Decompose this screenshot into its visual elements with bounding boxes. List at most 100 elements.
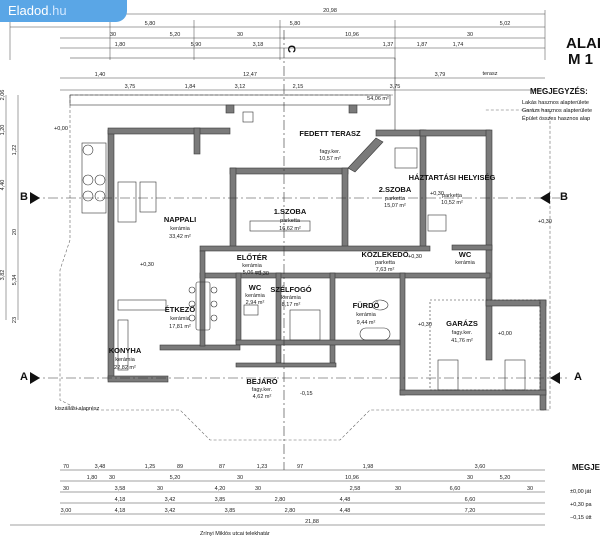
level-mark-6: +0,30 (538, 219, 552, 225)
dim-top-q: 3,79 (435, 72, 446, 78)
watermark-tld: .hu (48, 3, 67, 18)
room-haztartasi-name: HÁZTARTÁSI HELYISÉG (409, 173, 496, 182)
stair-label: kiszállási alaprész (55, 406, 100, 412)
dim-top-f: 30 (237, 32, 243, 38)
section-a-left: A (20, 371, 28, 383)
dim-top-p: 12,47 (243, 72, 257, 78)
top-dimension-lines (9, 10, 546, 91)
dim-bot-4d: 2,80 (275, 497, 286, 503)
room-fedett-terasz-name: FEDETT TERASZ (299, 129, 361, 138)
dim-left-c: 1,22 (12, 145, 18, 156)
room-etkezo-floor: kerámia (170, 316, 191, 322)
terrace-label: terasz (483, 71, 498, 77)
dim-bot-2b: 30 (109, 475, 115, 481)
room-wc-name: WC (249, 283, 262, 292)
notes-heading: MEGJEGYZÉS: (530, 87, 588, 96)
room-eloter-name: ELŐTÉR (237, 253, 268, 262)
dim-left-h: 23 (12, 317, 18, 323)
dim-bot-3b: 3,58 (115, 486, 126, 492)
level-mark-9: -0,15 (300, 391, 313, 397)
roof-outline (59, 57, 551, 441)
room-nappali-floor: kerámia (170, 226, 191, 232)
dim-bot-1e: 87 (219, 464, 225, 470)
level-mark-7: +0,30 (418, 322, 432, 328)
dim-bot-5d: 3,85 (225, 508, 236, 514)
dim-bot-2f: 30 (467, 475, 473, 481)
dim-bot-4f: 6,60 (465, 497, 476, 503)
room-etkezo-area: 17,81 m² (169, 324, 191, 330)
room-wc2-floor: kerámia (455, 260, 476, 266)
dim-bot-5e: 2,80 (285, 508, 296, 514)
level-mark-1: +0,00 (54, 126, 68, 132)
dim-bot-4a: 4,18 (115, 497, 126, 503)
room-konyha-name: KONYHA (109, 346, 142, 355)
level-mark-5: +0,30 (430, 191, 444, 197)
room-garazs-floor: fagy.ker. (452, 330, 473, 336)
dim-bot-1c: 1,25 (145, 464, 156, 470)
room-nappali-area: 33,42 m² (169, 234, 191, 240)
title-line2: M 1 (568, 51, 593, 68)
legend-line-2: +0,30 pa (570, 502, 593, 508)
dim-bot-2d: 30 (237, 475, 243, 481)
dim-left-d: 4,40 (0, 180, 6, 191)
room-haztartasi-area: 10,52 m² (441, 200, 463, 206)
dim-top-n: 1,74 (453, 42, 464, 48)
dim-bot-5g: 7,20 (465, 508, 476, 514)
room-eloter-area: 5,06 m² (243, 270, 262, 276)
dim-bot-4b: 3,42 (165, 497, 176, 503)
section-b-right: B (560, 191, 568, 203)
room-nappali-name: NAPPALI (164, 215, 196, 224)
room-bejaro-floor: fagy.ker. (252, 387, 273, 393)
room-wc2-name: WC (459, 250, 472, 259)
dim-bot-3a: 30 (63, 486, 69, 492)
dim-left-a: 1,20 (0, 125, 6, 136)
room-konyha-floor: kerámia (115, 357, 136, 363)
dim-top-r: 3,75 (125, 84, 136, 90)
section-markers (30, 30, 570, 470)
room-fedett-terasz-floor: fagy.ker. (320, 149, 341, 155)
room-szelfogo-floor: kerámia (281, 295, 302, 301)
notes-line-1: Lakás hasznos alapterülete (522, 100, 589, 106)
room-2-szoba-name: 2.SZOBA (379, 185, 412, 194)
dim-bot-2a: 1,80 (87, 475, 98, 481)
dim-total-top: 20,98 (323, 8, 337, 14)
dim-bot-1b: 3,48 (95, 464, 106, 470)
room-2-szoba-floor: parketta (385, 196, 406, 202)
legend-line-1: ±0,00 ját (570, 489, 592, 495)
dim-top-e: 5,20 (170, 32, 181, 38)
dim-bot-5f: 4,48 (340, 508, 351, 514)
dim-bot-3g: 30 (395, 486, 401, 492)
dim-bot-3d: 4,20 (215, 486, 226, 492)
dim-bot-5b: 4,18 (115, 508, 126, 514)
room-wc-floor: kerámia (245, 293, 266, 299)
room-szelfogo-name: SZÉLFOGÓ (270, 285, 311, 294)
dim-bot-2e: 10,96 (345, 475, 359, 481)
room-kozlekedo-area: 7,63 m² (376, 267, 395, 273)
dim-top-j: 5,90 (191, 42, 202, 48)
section-b-left: B (20, 191, 28, 203)
room-kozlekedo-name: KÖZLEKEDŐ (361, 250, 408, 259)
level-mark-4: +0,30 (408, 254, 422, 260)
section-a-right: A (574, 371, 582, 383)
dim-top-g: 10,96 (345, 32, 359, 38)
bottom-dimension-lines (10, 469, 545, 526)
room-haztartasi-floor: parketta (442, 193, 463, 199)
dim-bot-5a: 3,00 (61, 508, 72, 514)
eladod-watermark-badge[interactable]: Eladod.hu (0, 0, 127, 22)
dim-left-f: 20 (12, 229, 18, 235)
dim-bot-3h: 6,60 (450, 486, 461, 492)
dim-top-h: 30 (467, 32, 473, 38)
watermark-name: Eladod (8, 3, 49, 18)
street-label: Zrínyi Miklós utcai telekhatár (200, 531, 270, 537)
dim-bot-3e: 30 (255, 486, 261, 492)
dim-bot-3f: 2,58 (350, 486, 361, 492)
dim-bot-1a: 70 (63, 464, 69, 470)
dim-top-o: 1,40 (95, 72, 106, 78)
level-mark-2: +0,30 (140, 262, 154, 268)
level-mark-8: +0,00 (498, 331, 512, 337)
room-garazs-area: 41,76 m² (451, 338, 473, 344)
dim-bot-1i: 3,60 (475, 464, 486, 470)
dim-top-k: 3,18 (253, 42, 264, 48)
dim-left-b: 2,06 (0, 90, 6, 101)
dim-top-i: 1,80 (115, 42, 126, 48)
